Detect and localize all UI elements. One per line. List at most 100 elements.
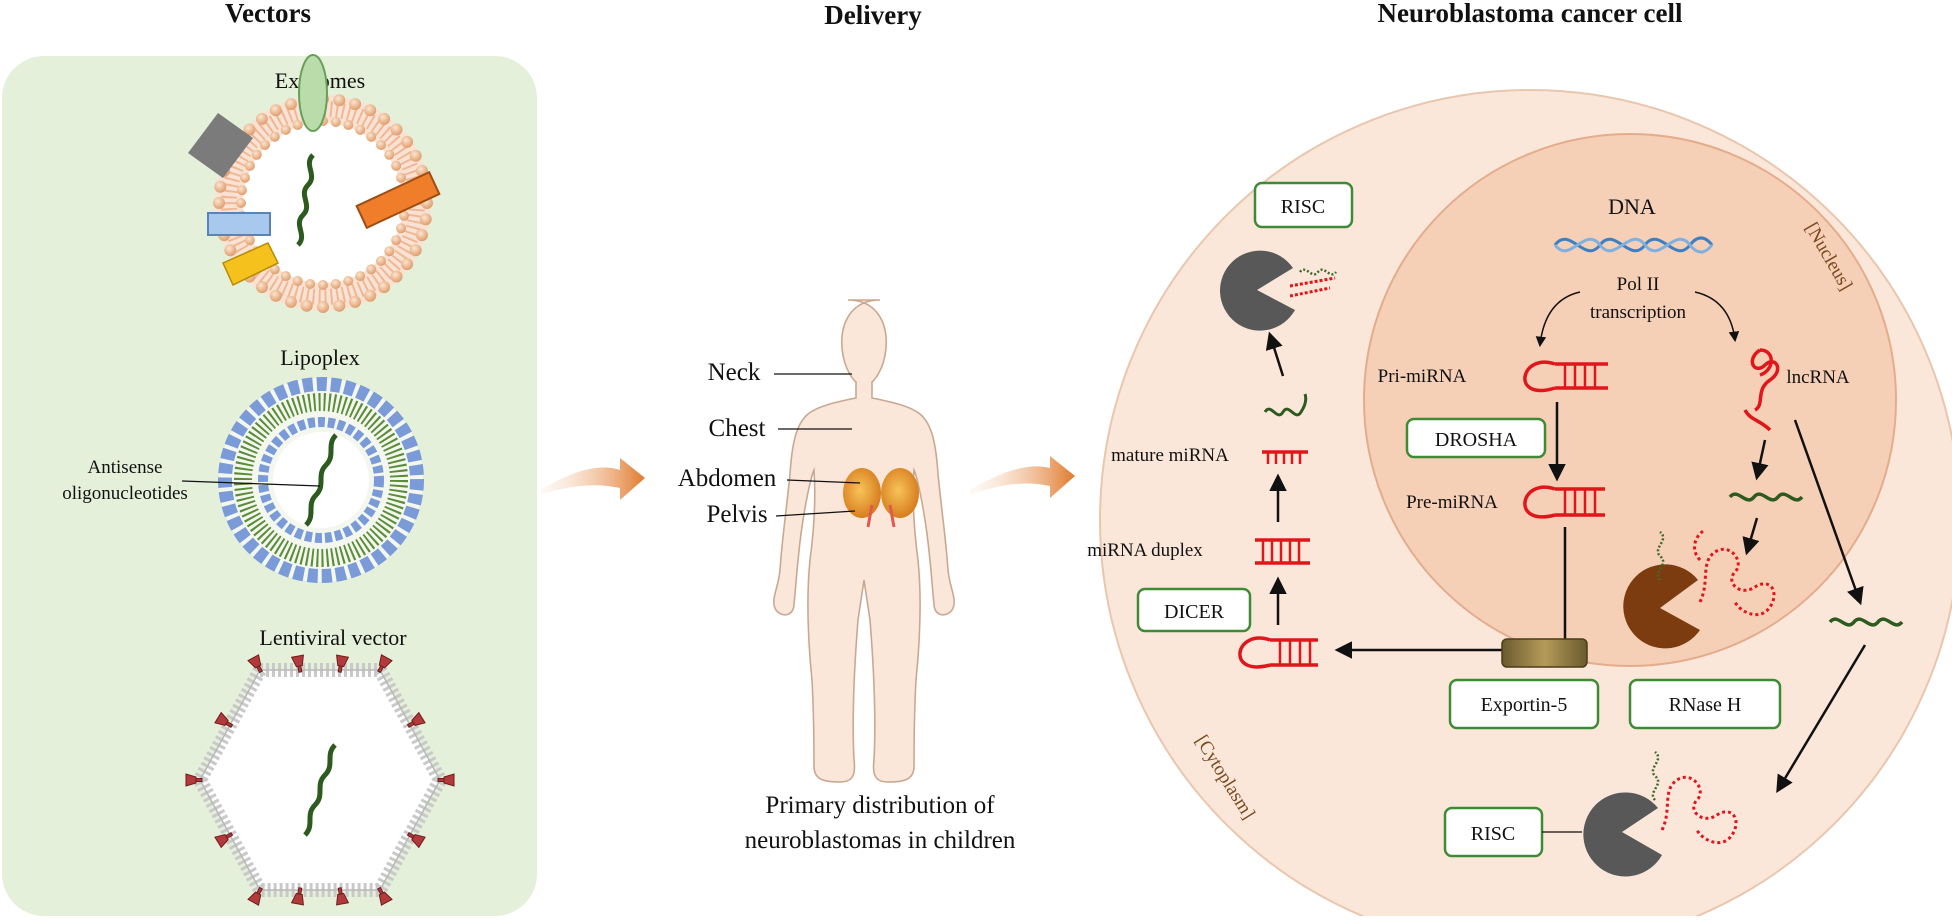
arrow-to-lnc (1694, 291, 1740, 343)
lipid-head (269, 289, 282, 302)
lipid-head (415, 229, 428, 242)
vectors-header: Vectors (225, 0, 311, 28)
lipid-head (214, 180, 227, 193)
antisense-strand-1 (1728, 492, 1804, 502)
antisense-label-1: Antisense (88, 457, 163, 478)
lipid-head (376, 140, 386, 150)
nucleus (1363, 133, 1897, 667)
rnase-h-box (1628, 678, 1782, 730)
exportin-channel-icon (1501, 638, 1588, 668)
lipid-head (255, 112, 268, 125)
lipid-head (260, 140, 270, 150)
antisense-bound-2 (1651, 751, 1660, 801)
lipid-head (378, 112, 391, 125)
risc-bottom-label: RISC (1471, 823, 1515, 845)
dicer-box (1136, 587, 1252, 633)
viral-spike (247, 654, 263, 674)
lipid-head (330, 279, 341, 289)
pre-mirna-hairpin-icon (1523, 485, 1605, 519)
lipid-head (292, 276, 303, 286)
lncrna-label: lncRNA (1786, 367, 1850, 388)
risc-top-guide-strand (1299, 268, 1337, 276)
neck-label: Neck (708, 359, 761, 386)
kidney-icon (843, 468, 919, 528)
cyto-pre-mirna-hairpin-icon (1238, 636, 1318, 669)
viral-spike (290, 654, 304, 673)
lentivirus-icon (185, 654, 455, 906)
lipid-head (318, 280, 328, 290)
lipid-head (213, 197, 225, 209)
viral-spike (336, 887, 350, 906)
drosha-label: DROSHA (1435, 429, 1518, 451)
lipid-head (390, 123, 403, 136)
viral-spike (336, 654, 350, 673)
viral-spike (214, 831, 234, 849)
lipid-head (384, 246, 395, 257)
mature-mirna-label: mature miRNA (1111, 445, 1229, 466)
risc-top-label: RISC (1281, 196, 1325, 218)
pol-label-2: transcription (1590, 302, 1687, 323)
dna-helix-icon (1553, 236, 1714, 254)
lentiviral-label: Lentiviral vector (259, 625, 407, 650)
risc-top-box (1253, 181, 1354, 229)
arrow-to-rnase (1742, 517, 1760, 556)
risc-top-target (1289, 276, 1336, 298)
viral-spike (377, 654, 393, 674)
arrow-lnc-long (1793, 419, 1864, 606)
lipid-head (391, 160, 402, 171)
arrow-to-pri (1535, 291, 1581, 348)
delivery-arrow-1 (540, 458, 645, 500)
mirna-duplex-label: miRNA duplex (1087, 540, 1203, 561)
exportin-label: Exportin-5 (1481, 694, 1568, 716)
lipid-head (364, 289, 377, 302)
lipid-head (269, 131, 280, 142)
pelvis-label: Pelvis (706, 501, 767, 528)
lipid-head (396, 223, 406, 234)
degraded-lncrna-2 (1660, 776, 1738, 845)
delivery-arrow-2 (970, 456, 1075, 498)
lipid-head (396, 172, 406, 183)
antisense-pointer (181, 480, 321, 487)
viral-spike (214, 711, 234, 729)
abdomen-label: Abdomen (678, 465, 777, 492)
viral-spike (247, 886, 263, 906)
lipid-head (355, 271, 366, 282)
dna-label: DNA (1608, 194, 1656, 219)
arrow-to-risc-bottom (1776, 644, 1867, 794)
pol-label-1: Pol II (1617, 274, 1660, 295)
risc-bottom-pacman-icon (1583, 792, 1662, 877)
lipid-head (269, 264, 280, 275)
risc-top-pacman-icon (1220, 250, 1295, 331)
cell-header: Neuroblastoma cancer cell (1378, 0, 1683, 28)
lipoplex-icon (218, 377, 424, 583)
lipid-head (343, 120, 354, 130)
exosome-icon (188, 54, 441, 313)
lipid-head (244, 235, 255, 246)
pri-mirna-hairpin-icon (1523, 360, 1608, 392)
pri-mirna-label: Pri-miRNA (1378, 366, 1467, 387)
antisense-strand-2 (1828, 617, 1904, 627)
lipid-head (243, 123, 256, 136)
degraded-lncrna-1 (1693, 528, 1776, 617)
lipid-head (240, 172, 250, 183)
rnase-h-label: RNase H (1669, 694, 1742, 716)
lipid-head (343, 276, 354, 286)
lipid-head (284, 98, 297, 111)
mature-mirna-icon (1262, 450, 1308, 464)
mirna-duplex-icon (1255, 538, 1310, 565)
lipid-head (244, 160, 255, 171)
delivery-caption-1: Primary distribution of (765, 792, 995, 819)
lipid-head (384, 149, 395, 160)
dicer-label: DICER (1164, 601, 1225, 623)
lipid-head (280, 271, 291, 282)
lipid-head (409, 149, 422, 162)
mature-mirna-strand (1263, 393, 1308, 417)
viral-spike (406, 831, 426, 849)
viral-spike (406, 711, 426, 729)
exportin-box (1448, 678, 1600, 730)
lipid-head (401, 135, 414, 148)
lipid-head (376, 256, 386, 266)
lipid-head (224, 244, 237, 257)
lipid-head (292, 120, 303, 130)
lipid-head (378, 281, 391, 294)
